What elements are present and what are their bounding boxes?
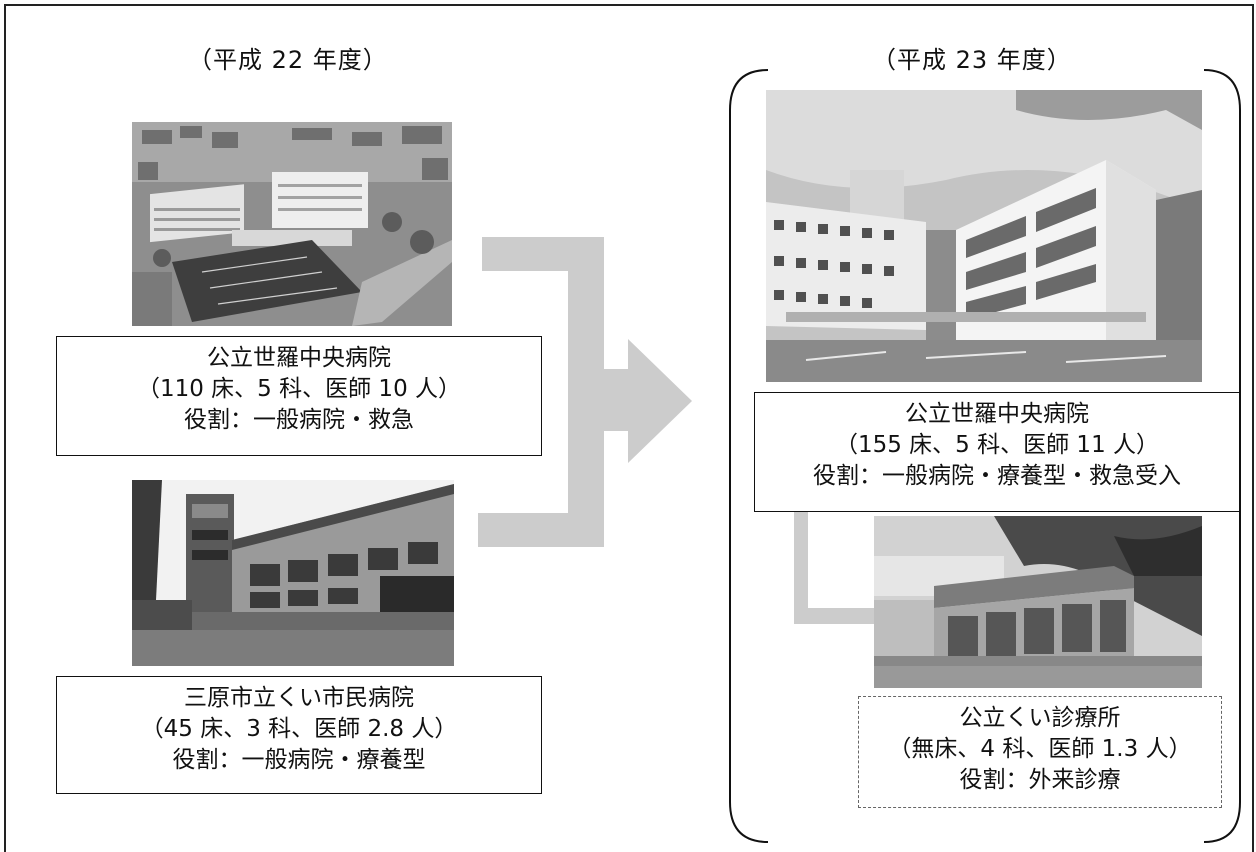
merge-arrow	[478, 237, 692, 547]
hospital-name: 公立世羅中央病院	[207, 345, 391, 371]
hospital-name: 三原市立くい市民病院	[184, 685, 414, 711]
after-group-bracket	[729, 69, 1241, 843]
hospital-stats: （45 床、3 科、医師 2.8 人）	[140, 716, 458, 742]
hospital-role: 役割：一般病院・療養型	[172, 747, 426, 773]
sera-hospital-after-label: 公立世羅中央病院 （155 床、5 科、医師 11 人） 役割：一般病院・療養型…	[754, 392, 1240, 512]
clinic-stats: （無床、4 科、医師 1.3 人）	[888, 736, 1192, 762]
sera-hospital-aerial-photo	[132, 122, 452, 326]
kui-hospital-label: 三原市立くい市民病院 （45 床、3 科、医師 2.8 人） 役割：一般病院・療…	[56, 676, 542, 794]
hospital-role: 役割：一般病院・救急	[184, 407, 414, 433]
clinic-name: 公立くい診療所	[959, 705, 1121, 731]
kui-clinic-photo	[874, 516, 1202, 688]
kui-hospital-photo	[132, 480, 454, 666]
hospital-role: 役割：一般病院・療養型・救急受入	[813, 463, 1181, 489]
hospital-stats: （110 床、5 科、医師 10 人）	[136, 376, 462, 402]
hospital-stats: （155 床、5 科、医師 11 人）	[834, 432, 1160, 458]
before-year-label: （平成 22 年度）	[188, 46, 388, 74]
hospital-name: 公立世羅中央病院	[905, 401, 1089, 427]
after-year-label: （平成 23 年度）	[872, 46, 1072, 74]
sera-hospital-before-label: 公立世羅中央病院 （110 床、5 科、医師 10 人） 役割：一般病院・救急	[56, 336, 542, 456]
outer-frame	[4, 4, 1254, 852]
new-sera-hospital-photo	[766, 90, 1202, 382]
kui-clinic-label: 公立くい診療所 （無床、4 科、医師 1.3 人） 役割：外来診療	[858, 696, 1222, 808]
clinic-connector	[794, 510, 876, 624]
clinic-role: 役割：外来診療	[959, 767, 1121, 793]
